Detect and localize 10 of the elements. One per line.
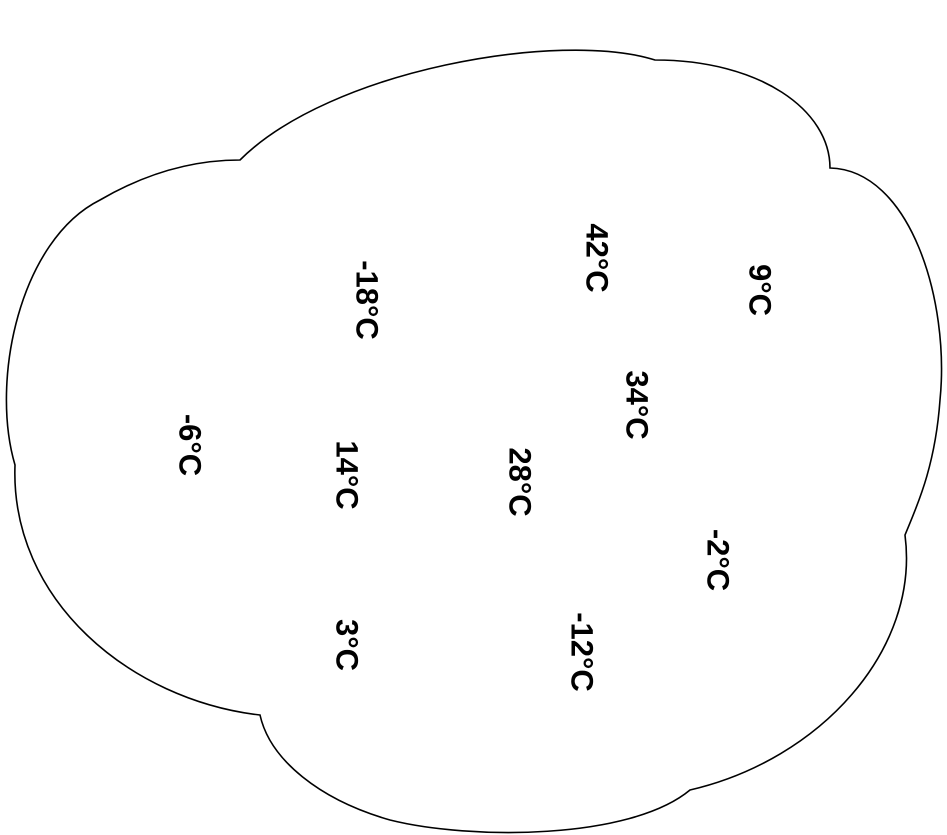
temperature-label: 42°C [582, 223, 612, 293]
temperature-label: 3°C [332, 618, 362, 672]
temperature-label: -2°C [702, 528, 734, 592]
temperature-label: 34°C [622, 370, 652, 440]
temperature-label: -12°C [566, 612, 598, 692]
temperature-label: 9°C [744, 264, 776, 316]
temperature-label: 28°C [504, 447, 536, 517]
temperature-label: -6°C [174, 414, 206, 476]
temperature-label: -18°C [352, 260, 382, 340]
temperature-label: 14°C [332, 440, 362, 510]
